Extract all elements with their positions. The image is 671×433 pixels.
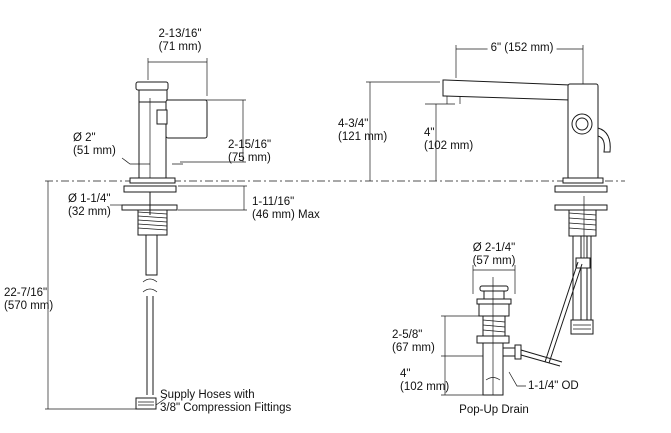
spout-height-in: 4" [424, 127, 435, 139]
drain-body-mm: (67 mm) [392, 342, 435, 354]
base-diameter-in: Ø 2" [73, 132, 96, 144]
drain-flange-mm: (57 mm) [472, 255, 516, 267]
base-diameter-mm: (51 mm) [73, 145, 116, 157]
handle-height-label: 2-15/16" (75 mm) [228, 139, 271, 165]
left-dimension-lines [45, 58, 247, 410]
base-diameter-label: Ø 2" (51 mm) [73, 132, 116, 158]
deck-thickness-label: 1-11/16" (46 mm) Max [252, 196, 320, 222]
drain-tail-mm: (102 mm) [400, 381, 450, 393]
supply-hoses-note: Supply Hoses with 3/8" Compression Fitti… [160, 389, 291, 415]
faucet-side-view [121, 81, 208, 410]
handle-height-mm: (75 mm) [228, 152, 271, 164]
drain-body-in: 2-5/8" [392, 329, 423, 341]
hose-length-mm: (570 mm) [4, 300, 54, 312]
drain-dimension-lines [441, 265, 526, 396]
spout-offset-mm: (71 mm) [158, 41, 202, 53]
spout-height-mm: (102 mm) [424, 140, 474, 152]
deck-thickness-mm: (46 mm) Max [252, 209, 320, 221]
deck-thickness-in: 1-11/16" [252, 196, 295, 208]
overall-height-mm: (121 mm) [338, 131, 388, 143]
drain-tail-in: 4" [400, 368, 411, 380]
handle-height-in: 2-15/16" [228, 139, 272, 151]
shank-diameter-in: Ø 1-1/4" [68, 193, 111, 205]
pop-up-drain [476, 277, 563, 396]
hose-length-label: 22-7/16" (570 mm) [4, 287, 53, 313]
spout-reach-label: 6" (152 mm) [487, 42, 557, 55]
overall-height-label: 4-3/4" (121 mm) [338, 118, 387, 144]
spout-offset-in: 2-13/16" [158, 28, 202, 40]
shank-diameter-mm: (32 mm) [68, 206, 111, 218]
overall-height-in: 4-3/4" [338, 118, 369, 130]
spout-height-label: 4" (102 mm) [424, 127, 473, 153]
supply-note-line2: 3/8" Compression Fittings [160, 402, 292, 414]
tailpiece-od-label: 1-1/4" OD [528, 380, 579, 392]
pop-up-drain-caption: Pop-Up Drain [459, 404, 529, 416]
shank-diameter-label: Ø 1-1/4" (32 mm) [68, 193, 111, 219]
hose-length-in: 22-7/16" [4, 287, 48, 299]
drain-tail-label: 4" (102 mm) [400, 368, 449, 394]
right-dimension-lines [366, 45, 584, 181]
drain-body-label: 2-5/8" (67 mm) [392, 329, 435, 355]
drain-flange-label: Ø 2-1/4" (57 mm) [473, 242, 516, 268]
spout-offset-label: 2-13/16" (71 mm) [158, 28, 201, 54]
drain-flange-in: Ø 2-1/4" [472, 242, 516, 254]
supply-note-line1: Supply Hoses with [160, 389, 255, 401]
faucet-front-view [442, 79, 611, 364]
